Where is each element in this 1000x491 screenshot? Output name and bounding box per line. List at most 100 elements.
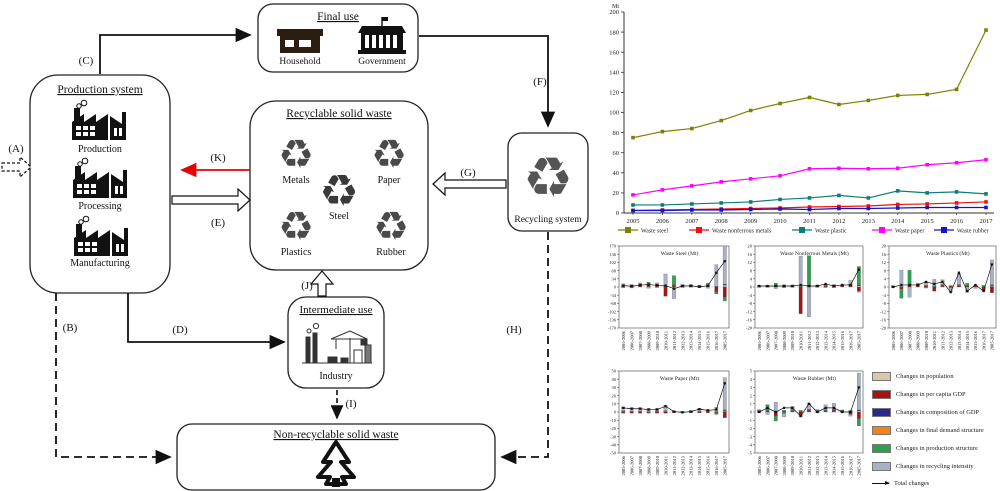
per_capita_gdp-swatch [872,390,891,399]
svg-text:2006-2007: 2006-2007 [765,455,770,475]
svg-text:2013: 2013 [862,218,875,225]
svg-text:2006: 2006 [656,218,670,225]
svg-text:2015-2016: 2015-2016 [706,330,711,350]
svg-text:2011-2012: 2011-2012 [807,331,812,350]
svg-text:60: 60 [613,150,620,157]
svg-text:2008-2009: 2008-2009 [782,455,787,475]
final-use-box [257,3,419,73]
svg-text:2012-2013: 2012-2013 [680,455,685,475]
svg-text:2005-2017: 2005-2017 [723,330,728,350]
tree-icon [316,440,356,487]
svg-text:-12: -12 [746,309,752,314]
svg-text:2005-2006: 2005-2006 [757,455,762,475]
svg-text:2013-2014: 2013-2014 [823,455,828,475]
svg-text:2015-2016: 2015-2016 [706,455,711,475]
svg-text:2010-2011: 2010-2011 [663,456,668,475]
svg-text:140: 140 [609,70,619,77]
svg-text:2014-2015: 2014-2015 [697,455,702,475]
svg-text:2011-2012: 2011-2012 [807,456,812,475]
arrow-b-line [55,293,172,465]
svg-text:Waste plastic: Waste plastic [815,229,847,235]
final-use-title: Final use [317,11,359,23]
recycling_intensity-swatch [872,462,891,471]
svg-text:2008-2009: 2008-2009 [782,330,787,350]
svg-text:2011-2012: 2011-2012 [940,331,945,350]
svg-text:-3: -3 [748,434,752,439]
household-icon [277,29,323,53]
svg-text:2008-2009: 2008-2009 [646,330,651,350]
composition_gdp-label: Changes in composition of GDP [896,409,980,416]
arrow-a-block [1,155,32,179]
svg-text:2: 2 [750,393,752,398]
arrow-g-block [432,171,507,197]
svg-text:2007-2008: 2007-2008 [638,330,643,350]
svg-text:-8: -8 [748,301,752,306]
svg-text:2012-2013: 2012-2013 [815,455,820,475]
legend-item-composition_gdp: Changes in composition of GDP [872,408,998,417]
svg-text:-40: -40 [610,443,617,448]
svg-text:-16: -16 [746,318,753,323]
svg-text:2010-2011: 2010-2011 [798,331,803,350]
arrow-a-label: (A) [8,143,24,155]
total-changes-label: Total changes [894,480,930,487]
svg-text:0: 0 [884,285,887,290]
svg-text:-20: -20 [880,326,887,331]
svg-text:2012-2013: 2012-2013 [680,330,685,350]
svg-text:Waste Rubber (Mt): Waste Rubber (Mt) [793,375,836,382]
svg-text:40: 40 [613,170,620,177]
svg-text:0: 0 [614,410,617,415]
svg-text:2011-2012: 2011-2012 [672,456,677,475]
svg-text:2013-2014: 2013-2014 [823,330,828,350]
svg-text:Waste Nonferrous Metals (Mt): Waste Nonferrous Metals (Mt) [780,250,849,257]
svg-text:2008-2009: 2008-2009 [646,455,651,475]
svg-text:2010-2011: 2010-2011 [663,331,668,350]
svg-text:10: 10 [612,402,617,407]
svg-text:-34: -34 [610,293,617,298]
svg-text:2006-2007: 2006-2007 [629,330,634,350]
svg-text:2013-2014: 2013-2014 [957,330,962,350]
svg-text:2017: 2017 [980,218,994,225]
svg-text:4: 4 [750,277,753,282]
svg-text:1: 1 [750,402,752,407]
svg-text:20: 20 [612,393,617,398]
production_structure-label: Changes in production structure [896,445,978,452]
legend-item-per_capita_gdp: Changes in per capita GDP [872,390,998,399]
paper-label: Paper [378,175,401,186]
steel-recycle-icon: ♻ [319,167,358,216]
paper-recycle-icon: ♻ [371,132,407,177]
arrow-d-label: (D) [172,324,188,336]
svg-text:12: 12 [748,260,753,265]
svg-text:2005-2006: 2005-2006 [891,330,896,350]
arrow-f-label: (F) [533,76,547,88]
legend-item-total-changes: Total changes [872,480,998,487]
non-recyclable-title: Non-recyclable solid waste [273,429,398,441]
svg-text:2013-2014: 2013-2014 [689,455,694,475]
svg-text:0: 0 [616,210,619,217]
arrow-f-line [419,35,556,128]
svg-text:100: 100 [609,110,619,117]
svg-text:2016-2017: 2016-2017 [714,455,719,475]
svg-text:2011-2012: 2011-2012 [672,331,677,350]
arrow-j-block [309,270,335,297]
svg-text:2009: 2009 [744,218,757,225]
svg-text:2007-2008: 2007-2008 [907,330,912,350]
arrow-h-label: (H) [506,324,522,336]
svg-text:2016-2017: 2016-2017 [714,330,719,350]
svg-text:136: 136 [609,252,617,257]
svg-text:2005-2006: 2005-2006 [757,330,762,350]
arrow-k-label: (K) [210,152,226,164]
mini-chart-waste-steel: -170-136-102-68-34034681021361702005-200… [608,244,730,351]
production-system-title: Production system [57,84,142,96]
svg-text:200: 200 [609,9,619,16]
svg-text:102: 102 [609,260,616,265]
total-changes-line-swatch [872,481,890,485]
svg-text:12: 12 [882,260,887,265]
arrow-h-line [500,232,549,465]
legend-item-final_demand: Changes in final demand structure [872,426,998,435]
flow-diagram: (A) (B) (C) (D) (E) (F) (G) (H) (I) (J) … [1,3,589,491]
recycling-system-label: Recycling system [514,215,582,225]
svg-text:-170: -170 [608,326,617,331]
svg-text:-5: -5 [748,451,752,456]
